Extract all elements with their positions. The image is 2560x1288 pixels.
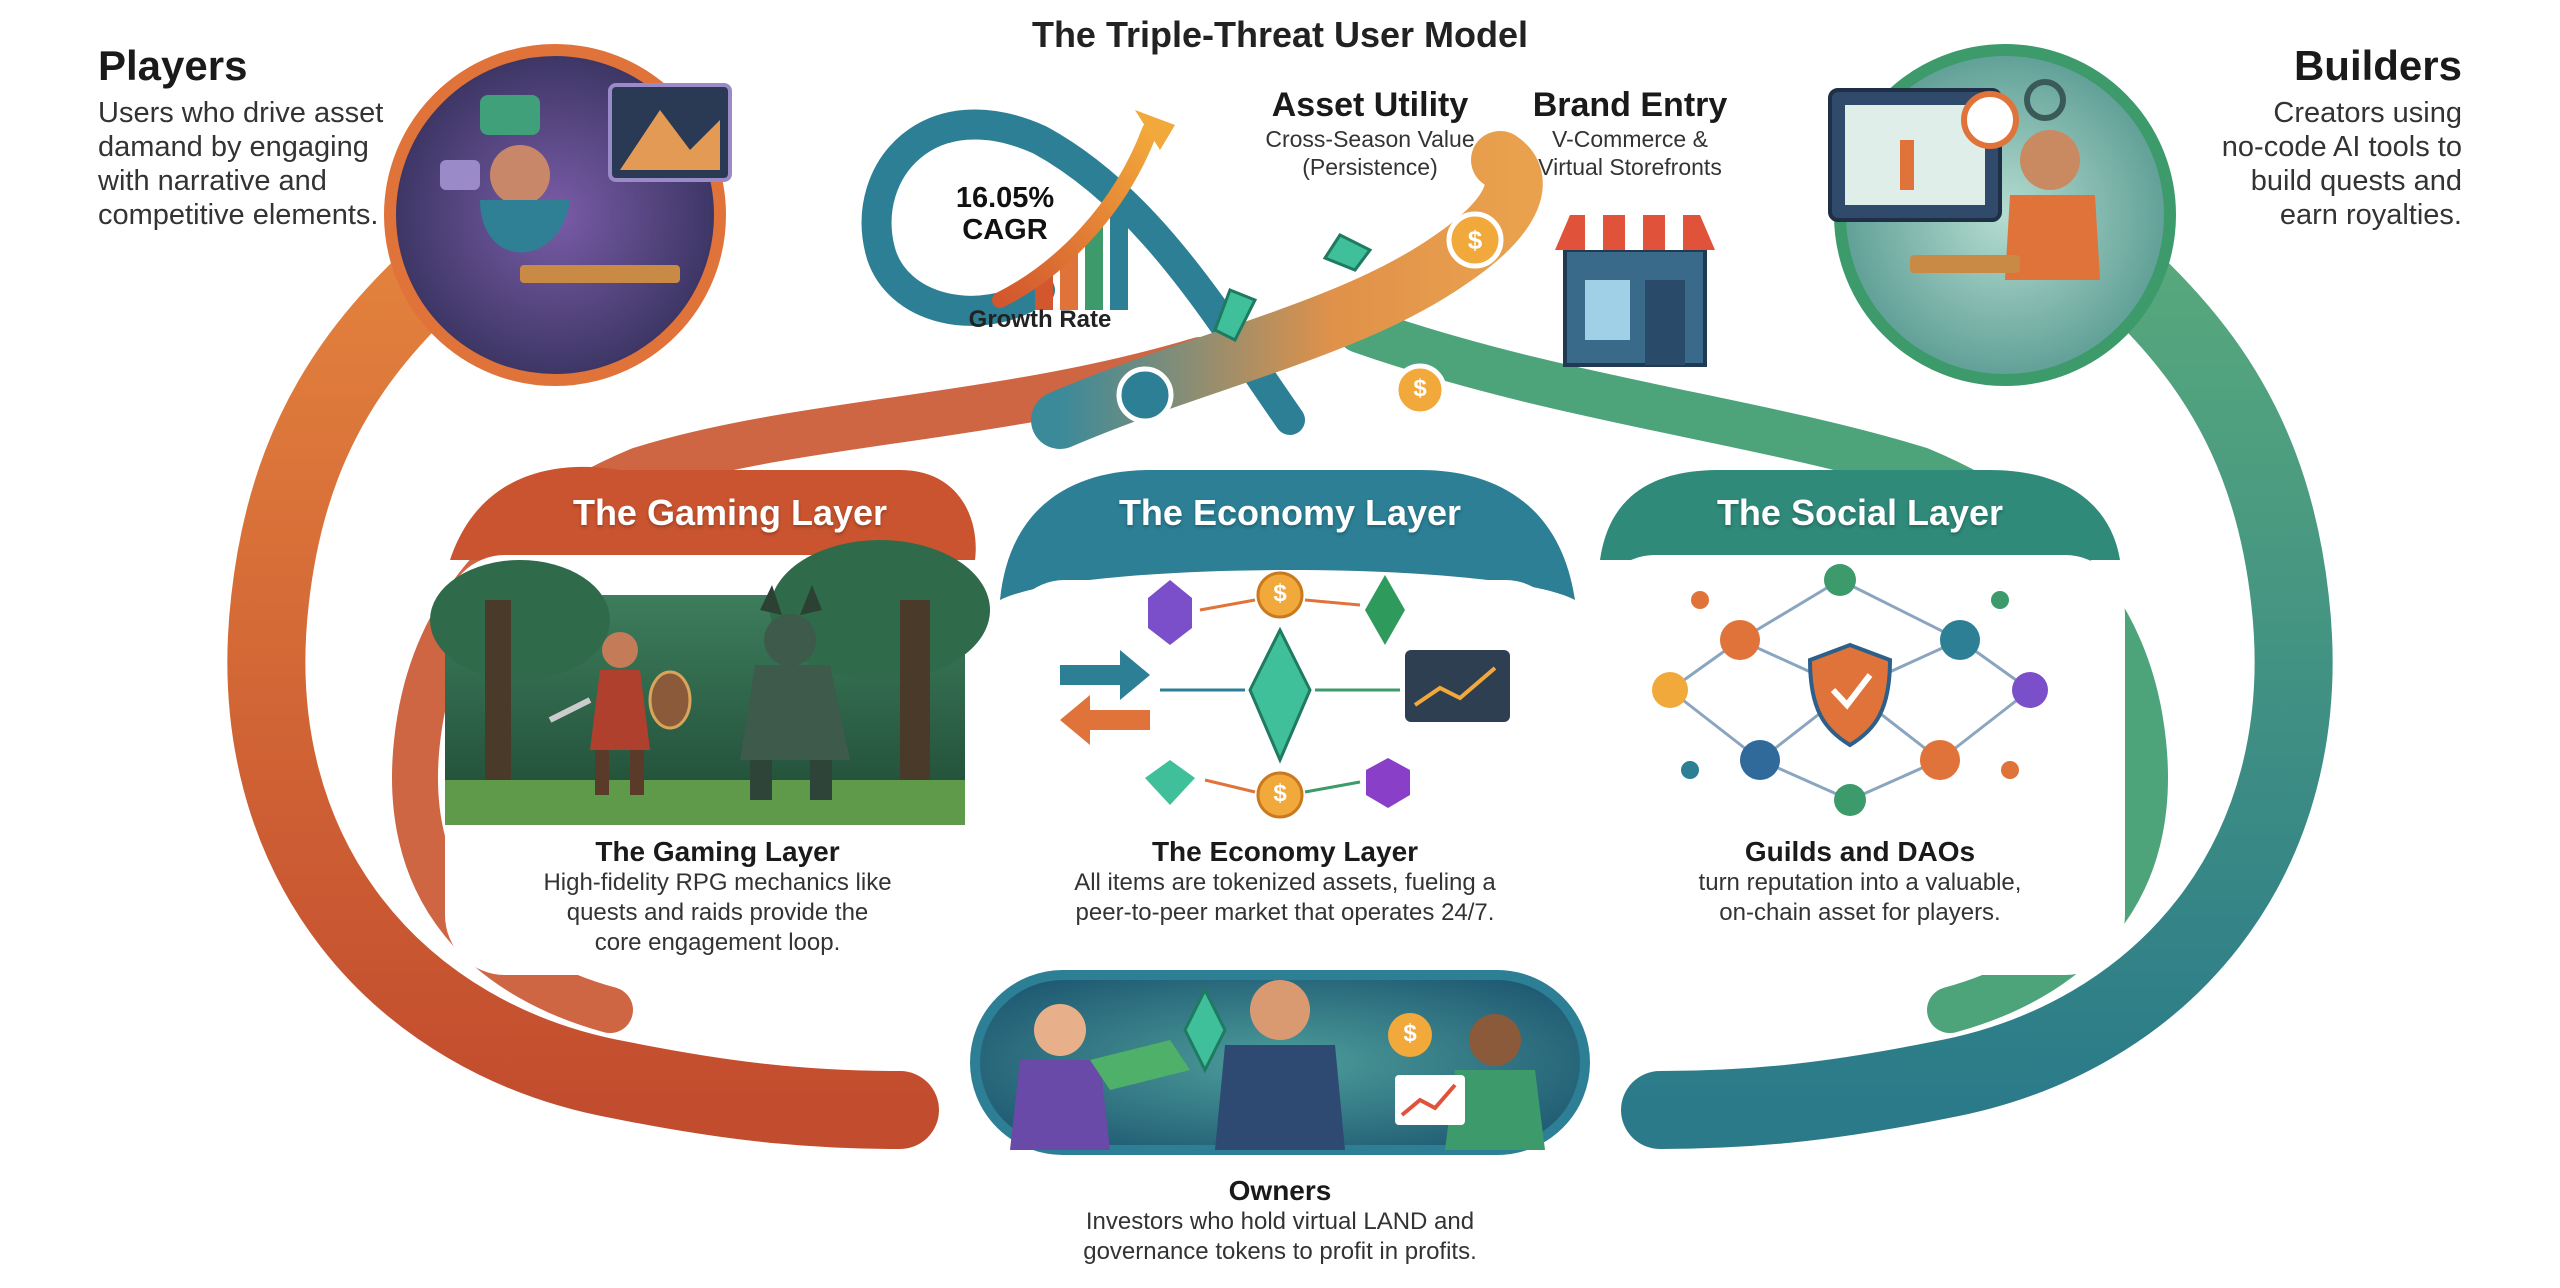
asset-utility-line: Cross-Season Value bbox=[1265, 126, 1475, 152]
players-illustration bbox=[384, 44, 732, 386]
asset-band-tokens bbox=[1116, 211, 1504, 424]
economy-caption-title: The Economy Layer bbox=[1151, 836, 1419, 867]
economy-caption-line: peer-to-peer market that operates 24/7. bbox=[1075, 899, 1495, 926]
gaming-layer-caption: The Gaming Layer High-fidelity RPG mecha… bbox=[455, 836, 980, 958]
gaming-caption-title: The Gaming Layer bbox=[595, 836, 840, 867]
economy-layer-caption: The Economy Layer All items are tokenize… bbox=[1010, 836, 1560, 928]
brand-entry-line: Virtual Storefronts bbox=[1538, 154, 1722, 180]
brand-entry-heading: Brand Entry bbox=[1532, 86, 1728, 124]
players-line: with narrative and bbox=[98, 165, 327, 197]
players-line: competitive elements. bbox=[98, 199, 379, 231]
owners-heading: Owners bbox=[1228, 1175, 1332, 1206]
owners-line: Investors who hold virtual LAND and bbox=[1085, 1208, 1475, 1235]
economy-layer-banner bbox=[1000, 470, 1575, 600]
players-description: Users who drive asset damand by engaging… bbox=[98, 96, 383, 232]
brand-entry-block: Brand Entry V-Commerce & Virtual Storefr… bbox=[1500, 86, 1760, 181]
growth-value: 16.05% bbox=[955, 182, 1055, 214]
social-caption-line: on-chain asset for players. bbox=[1719, 899, 2001, 926]
social-layer-header: The Social Layer bbox=[1716, 492, 2004, 533]
storefront-icon bbox=[1555, 215, 1715, 367]
owners-illustration bbox=[970, 970, 1590, 1155]
gaming-battle-scene bbox=[430, 540, 990, 825]
builders-heading: Builders bbox=[2293, 42, 2462, 89]
builders-line: earn royalties. bbox=[2279, 199, 2462, 231]
builders-line: build quests and bbox=[2250, 165, 2462, 197]
page-title: The Triple-Threat User Model bbox=[1031, 14, 1529, 55]
brand-entry-line: V-Commerce & bbox=[1552, 126, 1708, 152]
social-caption-title: Guilds and DAOs bbox=[1744, 836, 1976, 867]
players-line: Users who drive asset bbox=[98, 97, 384, 129]
builders-line: no-code AI tools to bbox=[2221, 131, 2462, 163]
growth-arrow-chart bbox=[992, 110, 1175, 310]
economy-layer-header: The Economy Layer bbox=[1118, 492, 1462, 533]
builders-description: Creators using no-code AI tools to build… bbox=[2222, 96, 2462, 232]
gaming-caption-line: core engagement loop. bbox=[594, 929, 841, 956]
gaming-caption-line: High-fidelity RPG mechanics like bbox=[543, 869, 892, 896]
growth-badge: 16.05% CAGR bbox=[930, 182, 1080, 246]
asset-utility-heading: Asset Utility bbox=[1271, 86, 1469, 124]
owners-line: governance tokens to profit in profits. bbox=[1083, 1238, 1477, 1265]
players-heading: Players bbox=[98, 42, 248, 89]
builders-line: Creators using bbox=[2273, 97, 2462, 129]
players-line: damand by engaging bbox=[98, 131, 369, 163]
owners-block: Owners Investors who hold virtual LAND a… bbox=[980, 1175, 1580, 1267]
asset-utility-block: Asset Utility Cross-Season Value (Persis… bbox=[1220, 86, 1520, 181]
coin-icon: $ bbox=[1273, 580, 1287, 607]
cart-icon: 🛒 bbox=[1410, 373, 1411, 374]
coin-icon: $ bbox=[1273, 780, 1287, 807]
dollar-icon: $ bbox=[1413, 375, 1427, 402]
social-layer-banner bbox=[1600, 470, 2120, 560]
growth-label: Growth Rate bbox=[968, 306, 1112, 333]
coin-icon: $ bbox=[1403, 1020, 1417, 1047]
economy-caption-line: All items are tokenized assets, fueling … bbox=[1074, 869, 1496, 896]
dollar-icon: $ bbox=[1467, 225, 1483, 255]
gaming-caption-line: quests and raids provide the bbox=[566, 899, 869, 926]
growth-metric: CAGR bbox=[962, 214, 1048, 246]
gaming-layer-banner bbox=[450, 466, 976, 560]
economy-token-graph bbox=[1060, 571, 1510, 819]
gaming-layer-header: The Gaming Layer bbox=[572, 492, 888, 533]
social-layer-caption: Guilds and DAOs turn reputation into a v… bbox=[1600, 836, 2120, 928]
social-caption-line: turn reputation into a valuable, bbox=[1698, 869, 2022, 896]
asset-utility-line: (Persistence) bbox=[1302, 154, 1438, 180]
social-network-graph bbox=[1652, 564, 2048, 816]
builders-illustration bbox=[1828, 44, 2176, 386]
